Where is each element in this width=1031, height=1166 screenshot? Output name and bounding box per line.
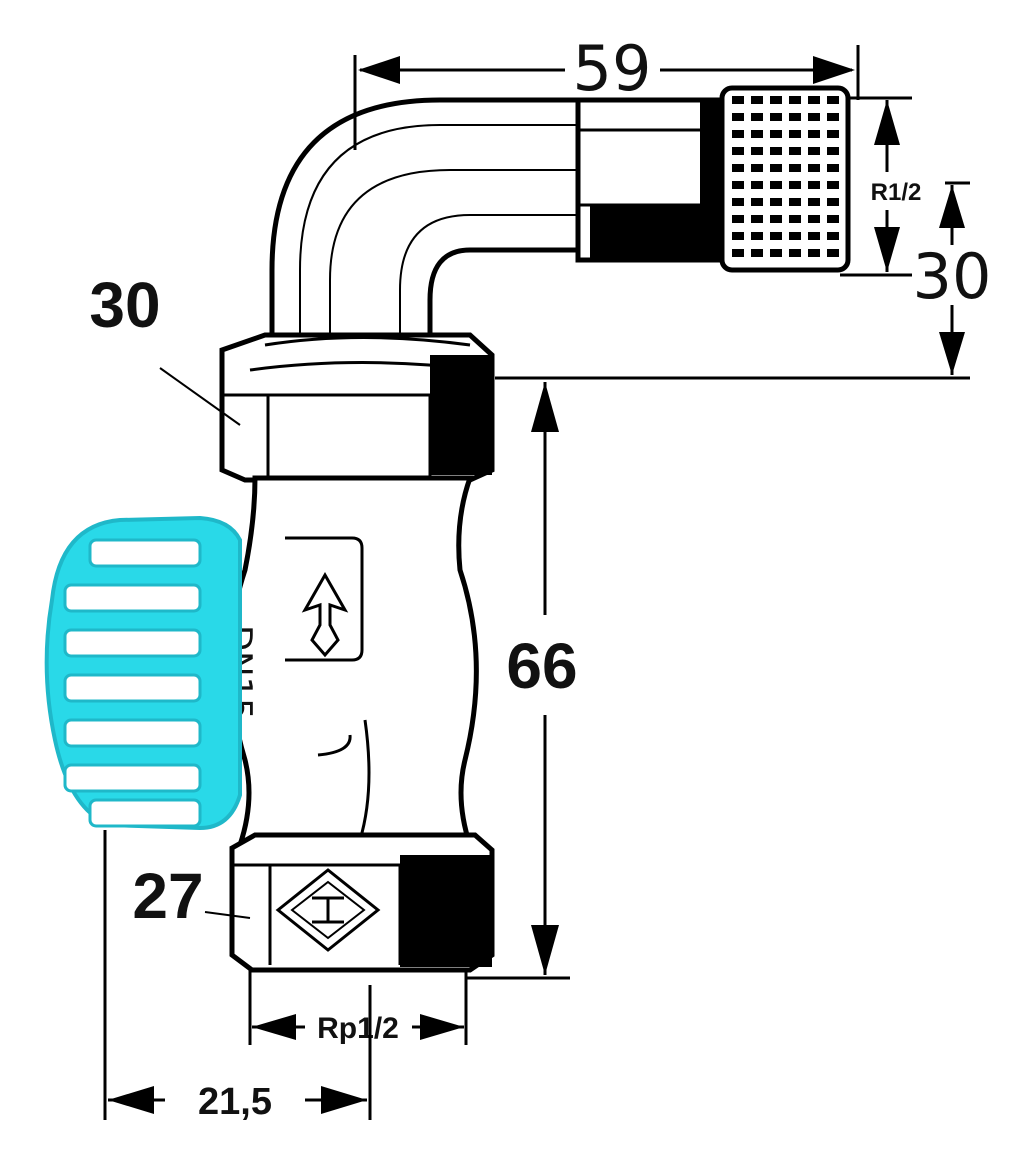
cap-rib [63,628,202,658]
cap-rib [88,538,202,568]
thread-mark [732,181,744,189]
valve-body [227,475,479,848]
dim-right-label: 30 [913,240,992,313]
dim-rp12 [248,968,468,1045]
thread-mark [808,232,820,240]
thread-mark [732,130,744,138]
thread-mark [770,113,782,121]
thread-hex [575,97,731,263]
thread-mark [770,164,782,172]
thread-mark [808,181,820,189]
thread-mark [732,249,744,257]
lower-hex-nut [229,832,495,973]
thread-mark [827,249,839,257]
thread-mark [770,130,782,138]
thread-mark [808,130,820,138]
thread-mark [827,164,839,172]
thread-mark [789,181,801,189]
dim-lower-nut-leader [204,911,251,919]
thread-mark [751,130,763,138]
dim-body-label: 66 [506,630,577,702]
thread-mark [770,249,782,257]
thread-mark [789,147,801,155]
dim-thread-r12 [840,96,912,277]
cap-rib [63,718,202,748]
thread-mark [732,198,744,206]
dim-rp-label: Rp1/2 [317,1012,399,1045]
thread-mark [732,147,744,155]
dim-offset-215 [103,830,372,1120]
thread-mark [808,96,820,104]
flow-direction-arrow-icon [301,571,349,658]
thread-mark [751,249,763,257]
thread-mark [827,113,839,121]
dim-right-30 [495,181,970,380]
dim-nut-leader [159,367,241,426]
thread-mark [751,198,763,206]
thread-mark [789,96,801,104]
thread-mark [808,249,820,257]
thread-mark [751,147,763,155]
cap-rib [63,673,202,703]
thread-mark [770,181,782,189]
thread-mark [827,181,839,189]
thread-mark [732,232,744,240]
thread-mark [732,215,744,223]
thread-mark [770,198,782,206]
thread-mark [751,232,763,240]
thread-mark [751,164,763,172]
thread-mark [770,232,782,240]
thread-mark [789,130,801,138]
thread-mark [808,147,820,155]
upper-union-nut [219,332,495,483]
cap-rib [63,583,202,613]
thread-mark [808,164,820,172]
thread-mark [751,181,763,189]
dim-offset-label: 21,5 [198,1081,272,1123]
thread-mark [751,96,763,104]
thread-mark [770,215,782,223]
dim-body-66 [465,382,570,980]
thread-mark [808,215,820,223]
thread-mark [751,215,763,223]
thread-mark [751,113,763,121]
thread-mark [770,96,782,104]
thermostat-cap [44,515,242,831]
dim-lower-nut-label: 27 [132,860,203,932]
cap-rib [63,763,202,793]
external-thread [719,85,851,273]
diamond-logo-icon [275,868,381,952]
cap-rib [88,798,202,828]
thread-mark [770,147,782,155]
dim-top-label: 59 [573,32,652,105]
thread-mark [789,232,801,240]
thread-mark [789,113,801,121]
thread-mark [827,147,839,155]
thread-mark [732,113,744,121]
thread-mark [808,113,820,121]
thread-mark [789,249,801,257]
thread-mark [789,164,801,172]
thread-mark [827,198,839,206]
thread-mark [732,96,744,104]
thread-mark [732,164,744,172]
thread-mark [789,198,801,206]
elbow-pipe [269,97,593,348]
thread-mark [827,130,839,138]
thread-mark [827,232,839,240]
dim-top-59 [353,45,860,150]
dim-nut-label: 30 [89,269,160,341]
dim-thread-label: R1/2 [871,179,922,206]
thread-mark [808,198,820,206]
thread-mark [789,215,801,223]
thread-mark [827,215,839,223]
thread-mark [827,96,839,104]
